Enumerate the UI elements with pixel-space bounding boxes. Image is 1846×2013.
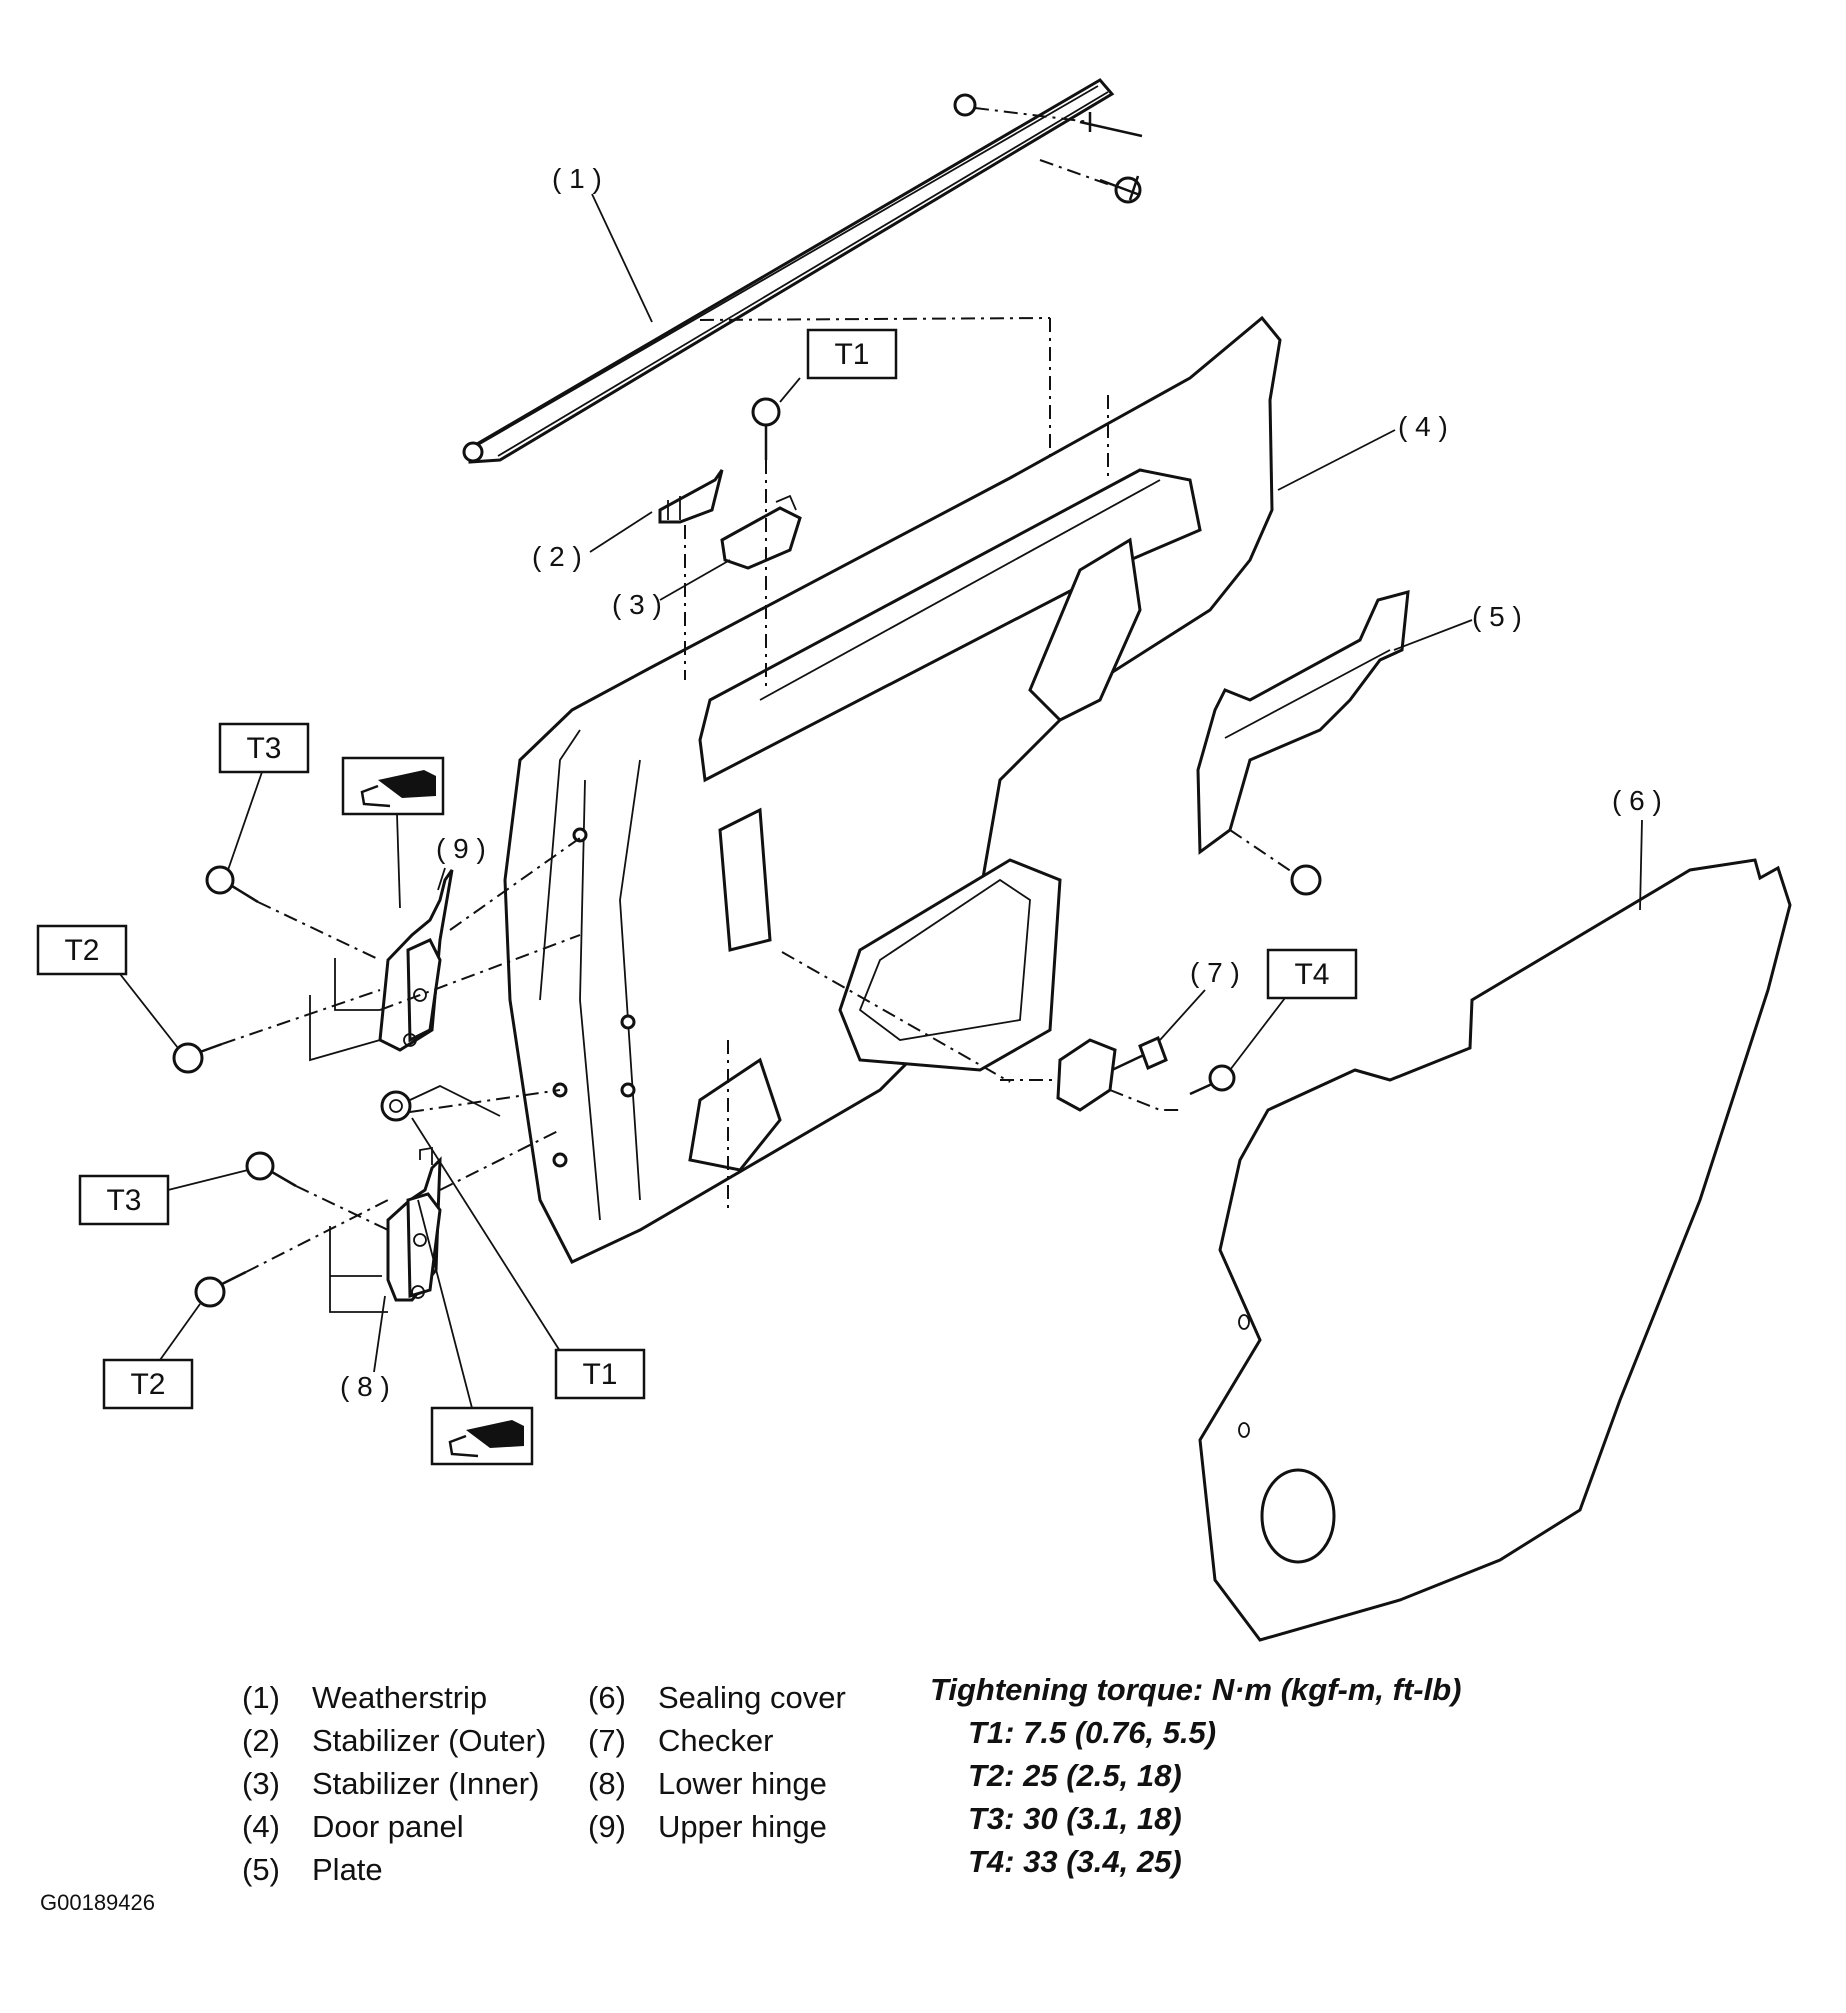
callout-6: ( 6 ) [1612,785,1662,816]
leader-2 [589,511,653,553]
bolt-t1-top [751,397,781,690]
parts-legend-left: (1)Weatherstrip (2)Stabilizer (Outer) (3… [242,1676,546,1891]
leader-5 [1393,619,1473,651]
stabilizer-inner-part [720,494,802,570]
leader-3 [659,559,731,601]
callout-7: ( 7 ) [1190,957,1240,988]
callout-9: ( 9 ) [436,833,486,864]
torque-value: T1: 7.5 (0.76, 5.5) [968,1715,1217,1750]
legend-item: (5)Plate [242,1852,383,1887]
checker-part [1000,1035,1180,1112]
svg-text:T1: T1 [834,338,869,371]
svg-text:T3: T3 [106,1184,141,1217]
torque-box-t1-top [806,328,898,380]
stabilizer-outer-part [658,469,724,524]
legend-item: (8)Lower hinge [588,1766,827,1801]
torque-box-t3-upper [218,722,310,774]
figure-id: G00189426 [40,1890,155,1915]
svg-text:T2: T2 [130,1368,165,1401]
nut-t1-bottom [380,1085,561,1122]
grease-icon [341,756,445,909]
svg-text:T3: T3 [246,732,281,765]
callout-1: ( 1 ) [552,163,602,194]
bolt-t3-lower [245,1151,389,1231]
torque-spec: Tightening torque: N·m (kgf-m, ft-lb) T1… [930,1668,1462,1883]
legend-item: (6)Sealing cover [588,1680,846,1715]
torque-value: T3: 30 (3.1, 18) [968,1801,1182,1836]
svg-text:T1: T1 [582,1358,617,1391]
callout-5: ( 5 ) [1472,601,1522,632]
legend-item: (4)Door panel [242,1809,464,1844]
svg-text:T4: T4 [1294,958,1329,991]
torque-box-t2-upper [36,924,128,976]
bolt-t3-upper [205,865,381,961]
callout-2: ( 2 ) [532,541,582,572]
grease-icon [417,1199,534,1466]
leader-4 [1277,429,1396,491]
torque-box-t4 [1266,948,1358,1000]
callout-3: ( 3 ) [612,589,662,620]
leader-1 [591,193,653,323]
lower-hinge-part [329,1129,561,1313]
sealing-cover-part [1198,858,1792,1642]
door-panel-part [503,315,1282,1264]
torque-value: T4: 33 (3.4, 25) [968,1844,1182,1879]
legend-item: (1)Weatherstrip [242,1680,488,1715]
callout-4: ( 4 ) [1398,411,1448,442]
leader-7 [1159,989,1206,1041]
plate-part [1196,589,1410,896]
weatherstrip-part [462,78,1143,464]
legend-item: (3)Stabilizer (Inner) [242,1766,540,1801]
legend-item: (9)Upper hinge [588,1809,827,1844]
legend-item: (7)Checker [588,1723,774,1758]
bolt-t2-upper [172,989,381,1074]
torque-box-t2-lower [102,1358,194,1410]
upper-hinge-part [309,837,581,1062]
torque-box-t1-bottom [554,1348,646,1400]
leader-6 [1639,819,1643,911]
torque-box-t3-lower [78,1174,170,1226]
torque-title: Tightening torque: N·m (kgf-m, ft-lb) [930,1672,1462,1707]
parts-legend-right: (6)Sealing cover (7)Checker (8)Lower hin… [588,1676,846,1848]
legend-item: (2)Stabilizer (Outer) [242,1723,547,1758]
bolt-t2-lower [194,1199,389,1308]
bolt-t4 [1189,1064,1236,1096]
svg-text:T2: T2 [64,934,99,967]
torque-value: T2: 25 (2.5, 18) [968,1758,1182,1793]
callout-8: ( 8 ) [340,1371,390,1402]
